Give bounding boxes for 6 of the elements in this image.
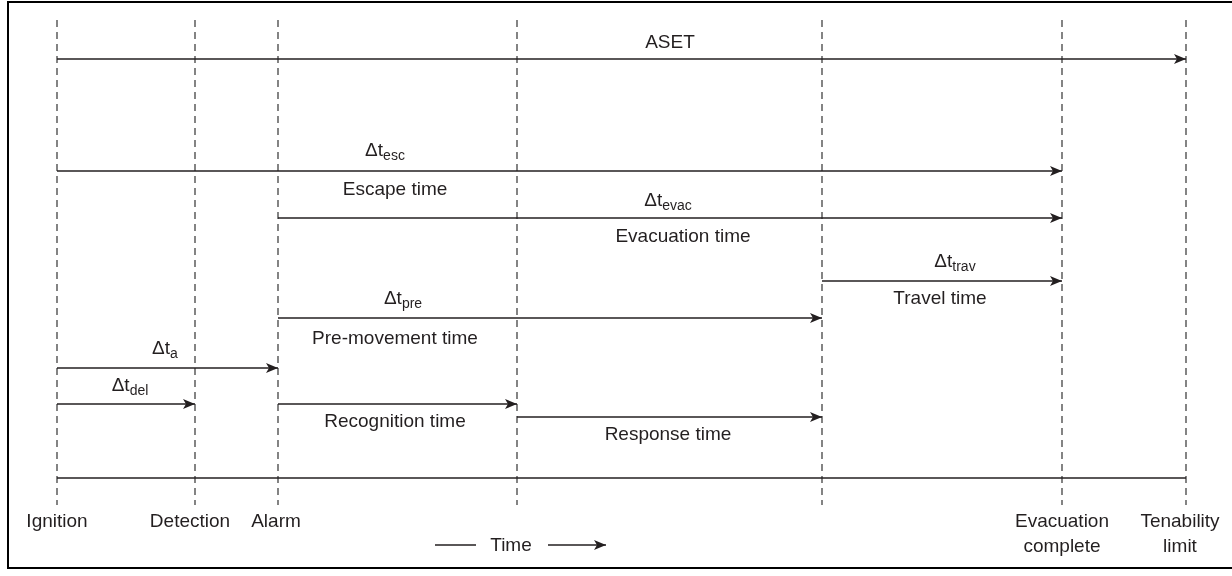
event-label: Evacuation complete — [1014, 509, 1110, 558]
event-label: Tenability limit — [1139, 509, 1221, 558]
event-label: Ignition — [25, 508, 89, 533]
event-label: Alarm — [250, 508, 302, 533]
event-label: Detection — [148, 508, 232, 533]
axis-label: Time — [489, 532, 533, 557]
